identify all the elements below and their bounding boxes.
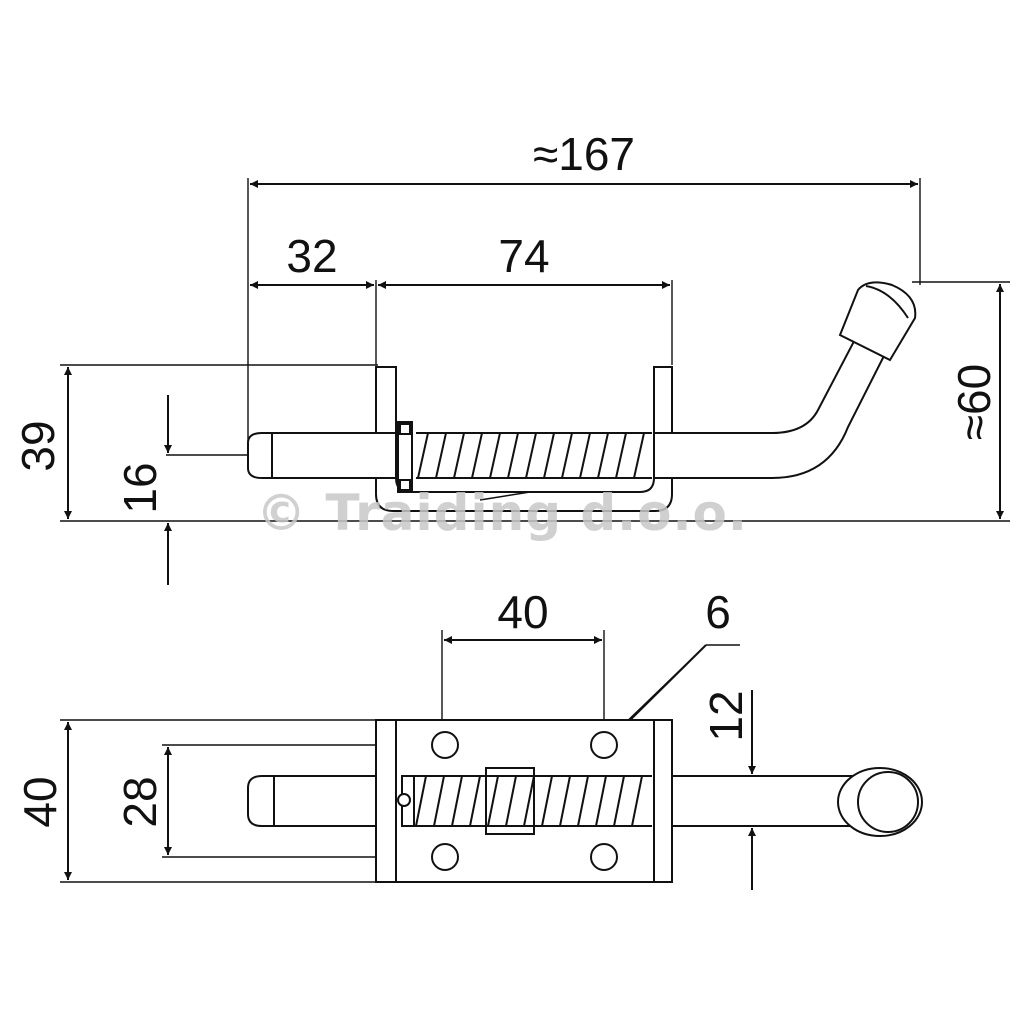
dim-label-plate-width: 40 xyxy=(14,776,66,827)
dim-label-hole-spacing: 40 xyxy=(497,586,548,638)
dim-label-60: ≈60 xyxy=(948,364,1000,440)
spring xyxy=(416,432,652,479)
top-view xyxy=(60,630,923,890)
dim-label-28: 28 xyxy=(114,776,166,827)
spring xyxy=(412,775,652,827)
dim-label-hole-diameter: 6 xyxy=(705,586,731,638)
mounting-hole xyxy=(431,731,459,759)
mounting-hole xyxy=(431,843,459,871)
bolt-handle xyxy=(653,324,892,479)
bolt-pin xyxy=(247,432,397,479)
mounting-hole xyxy=(590,731,618,759)
dim-label-74: 74 xyxy=(498,230,549,282)
stop-pin xyxy=(397,421,413,493)
bolt-pin xyxy=(247,775,377,827)
mounting-hole xyxy=(590,843,618,871)
handle-knob xyxy=(837,767,923,837)
side-view xyxy=(60,178,1010,585)
watermark: © Traiding d.o.o. xyxy=(256,484,748,542)
dim-label-16: 16 xyxy=(114,462,166,513)
dim-label-167: ≈167 xyxy=(533,128,635,180)
dim-label-32: 32 xyxy=(286,230,337,282)
dim-label-12: 12 xyxy=(700,690,752,741)
dim-label-39: 39 xyxy=(12,420,64,471)
